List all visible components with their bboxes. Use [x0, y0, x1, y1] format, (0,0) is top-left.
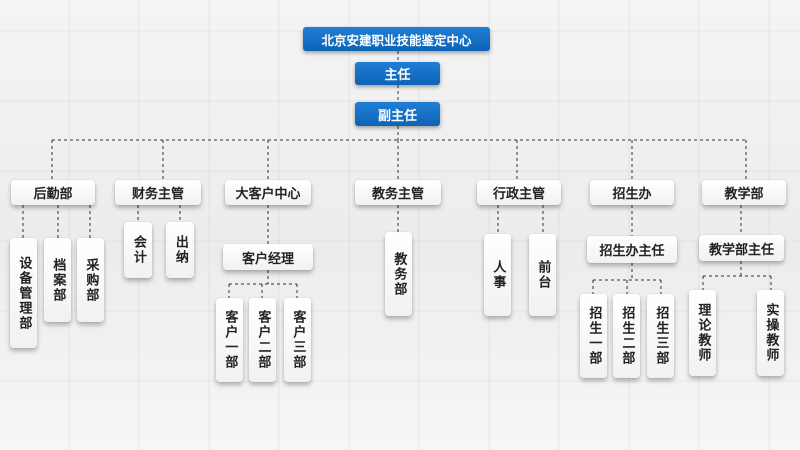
- dept-teaching: 教学部: [702, 180, 786, 205]
- admissions-child-3: 招生三部: [647, 294, 674, 378]
- key-account-child-3: 客户三部: [284, 298, 311, 382]
- teaching-child-theory: 理论教师: [689, 290, 716, 376]
- admissions-manager: 招生办主任: [587, 236, 677, 263]
- key-account-manager: 客户经理: [223, 244, 313, 270]
- finance-child-cashier: 出纳: [166, 222, 194, 278]
- dept-academic-affairs: 教务主管: [355, 180, 441, 205]
- dept-key-account: 大客户中心: [225, 180, 311, 205]
- deputy-director-box: 副主任: [355, 102, 440, 126]
- academic-affairs-child: 教务部: [385, 232, 412, 316]
- admissions-child-1: 招生一部: [580, 294, 607, 378]
- finance-child-accounting: 会计: [124, 222, 152, 278]
- teaching-child-practical: 实操教师: [757, 290, 784, 376]
- admissions-child-2: 招生二部: [613, 294, 640, 378]
- admin-child-reception: 前台: [529, 234, 556, 316]
- root-organization-box: 北京安建职业技能鉴定中心: [303, 27, 490, 51]
- director-box: 主任: [355, 62, 440, 85]
- teaching-manager: 教学部主任: [699, 235, 784, 261]
- dept-logistics: 后勤部: [11, 180, 95, 205]
- dept-admissions: 招生办: [590, 180, 674, 205]
- dept-administration: 行政主管: [477, 180, 561, 205]
- admin-child-hr: 人事: [484, 234, 511, 316]
- key-account-child-1: 客户一部: [216, 298, 243, 382]
- logistics-child-purchasing: 采购部: [77, 238, 104, 322]
- dept-finance: 财务主管: [115, 180, 201, 205]
- logistics-child-archives: 档案部: [44, 238, 71, 322]
- logistics-child-equipment: 设备管理部: [10, 238, 37, 348]
- key-account-child-2: 客户二部: [249, 298, 276, 382]
